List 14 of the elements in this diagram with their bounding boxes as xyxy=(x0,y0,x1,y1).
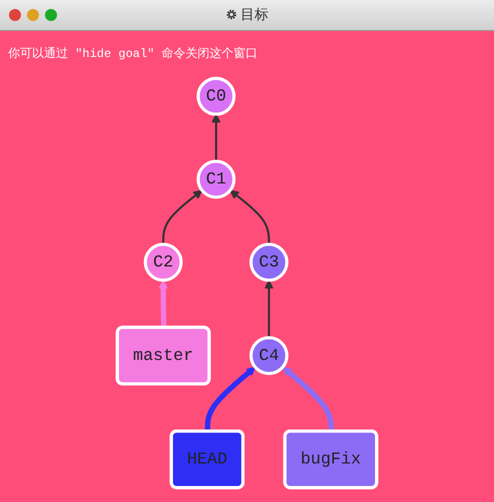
node-circle: C4 xyxy=(249,336,288,376)
arrow xyxy=(162,190,202,244)
arrow xyxy=(282,366,334,432)
arrow xyxy=(211,114,221,162)
hint-text: 你可以通过 "hide goal" 命令关闭这个窗口 xyxy=(8,46,258,62)
arrow xyxy=(158,280,168,328)
node-circle: C3 xyxy=(249,242,288,282)
arrow xyxy=(204,366,256,432)
arrow xyxy=(264,280,274,338)
arrow xyxy=(230,190,270,244)
node-circle: C0 xyxy=(196,76,236,116)
node-circle: C2 xyxy=(144,242,183,282)
window-title: 目标 xyxy=(240,6,268,25)
node-circle: C1 xyxy=(196,160,236,199)
